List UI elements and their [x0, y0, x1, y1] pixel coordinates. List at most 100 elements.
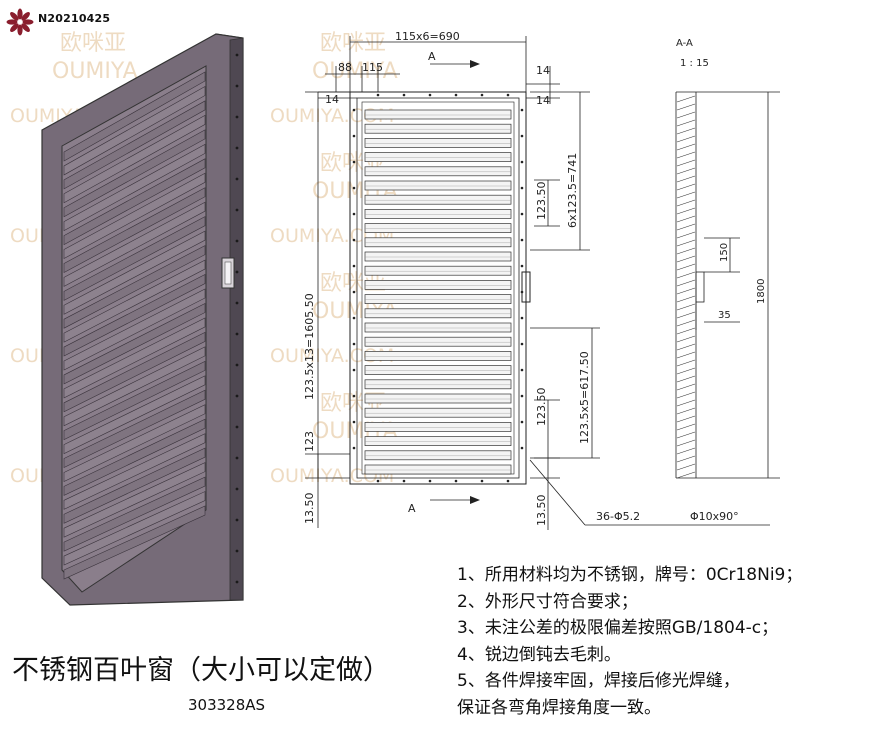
mounting-hole: [235, 487, 239, 491]
section-label-bottom: A: [408, 502, 416, 515]
dim-top-total: 115x6=690: [395, 30, 460, 43]
section-hatch: [676, 167, 696, 175]
section-hatch: [676, 431, 696, 439]
slat: [364, 194, 512, 205]
section-hatch: [676, 271, 696, 279]
slat: [364, 379, 512, 390]
dim-left-123: 123: [303, 431, 316, 452]
louver-slat: [63, 187, 206, 273]
slat: [364, 294, 512, 304]
frame-hole: [520, 446, 524, 450]
section-hatch: [676, 399, 696, 407]
mounting-hole: [235, 394, 239, 398]
section-hatch: [676, 343, 696, 351]
watermark-url: OUMIYA.COM: [270, 105, 394, 127]
frame-hole: [352, 212, 356, 216]
frame-hole: [520, 134, 524, 138]
louver-slat: [63, 143, 206, 232]
section-dim-150: 150: [719, 243, 730, 262]
note-3: 3、未注公差的极限偏差按照GB/1804-c；: [457, 618, 779, 638]
frame-hole: [480, 93, 484, 97]
section-hatch: [676, 223, 696, 231]
frame-hole: [352, 108, 356, 112]
watermark-url: OUMIYA.COM: [270, 465, 394, 487]
dim-left-13-50: 13.50: [303, 493, 316, 525]
louver-slat: [63, 71, 206, 162]
note-5-continued: 保证各弯角焊接角度一致。: [457, 697, 661, 718]
section-hatch: [676, 239, 696, 247]
section-hatch: [676, 135, 696, 143]
frame-hole: [428, 93, 432, 97]
note-5: 5、各件焊接牢固，焊接后修光焊缝，: [457, 671, 740, 691]
mounting-hole: [235, 363, 239, 367]
slat: [364, 138, 512, 148]
mounting-hole: [235, 53, 239, 57]
slat: [364, 223, 512, 233]
watermark-en: OUMIYA: [312, 59, 398, 84]
model-code: 303328AS: [188, 696, 266, 714]
section-hatch: [676, 455, 696, 463]
louver-slat: [63, 491, 206, 566]
frame-hole: [352, 342, 356, 346]
louver-slat: [63, 346, 206, 427]
louver-slat: [63, 172, 206, 260]
section-hatch: [676, 183, 696, 191]
mounting-hole: [235, 208, 239, 212]
slat: [364, 464, 512, 475]
section-hatch: [676, 287, 696, 295]
section-hatch: [676, 383, 696, 391]
watermark-url: OUMIYA.COM: [270, 345, 394, 367]
frame-hole: [520, 316, 524, 320]
louver-slat: [63, 259, 206, 343]
section-hatch: [676, 199, 696, 207]
section-hatch: [676, 151, 696, 159]
frame-hole: [402, 93, 406, 97]
dimension-lines: [305, 36, 770, 530]
section-hatch: [676, 231, 696, 239]
product-title: 不锈钢百叶窗（大小可以定做）: [12, 655, 390, 686]
slat: [364, 180, 512, 191]
mounting-hole: [235, 301, 239, 305]
louver-slat: [63, 360, 206, 441]
section-hatch: [676, 335, 696, 343]
section-hatch: [676, 375, 696, 383]
frame-hole: [402, 479, 406, 483]
frame-hole: [520, 238, 524, 242]
mounting-hole: [235, 146, 239, 150]
frame-hole: [376, 93, 380, 97]
mounting-hole: [235, 84, 239, 88]
louver-slat: [63, 317, 206, 399]
dim-right-741: 6x123.5=741: [566, 153, 579, 228]
slat: [364, 422, 512, 432]
section-hatch: [676, 303, 696, 311]
slat: [364, 251, 512, 262]
frame-hole: [352, 238, 356, 242]
section-hatch: [676, 463, 696, 471]
slat: [364, 280, 512, 290]
dim-14-top-left: 14: [325, 93, 339, 106]
louver-slat: [63, 216, 206, 301]
hole-callout-left: 36-Φ5.2: [596, 510, 640, 523]
frame-hole: [454, 93, 458, 97]
mounting-hole: [235, 425, 239, 429]
section-hatch: [676, 215, 696, 223]
slat: [364, 336, 512, 347]
louver-slat: [63, 418, 206, 496]
louver-slat: [63, 375, 206, 455]
slat: [364, 209, 512, 219]
frame-hole: [352, 446, 356, 450]
drawing-code: N20210425: [38, 12, 111, 25]
watermark-url: OUMIYA.COM: [270, 225, 394, 247]
section-scale: 1 : 15: [680, 58, 709, 69]
slat: [364, 436, 512, 446]
technical-notes: 1、所用材料均为不锈钢，牌号：0Cr18Ni9； 2、外形尺寸符合要求； 3、未…: [457, 562, 887, 721]
louver-slat: [63, 158, 206, 246]
mounting-hole: [235, 270, 239, 274]
section-hatch: [676, 207, 696, 215]
section-hatch: [676, 191, 696, 199]
louver-slat: [63, 288, 206, 371]
mounting-hole: [235, 177, 239, 181]
frame-hole: [480, 479, 484, 483]
section-hatch: [676, 295, 696, 303]
